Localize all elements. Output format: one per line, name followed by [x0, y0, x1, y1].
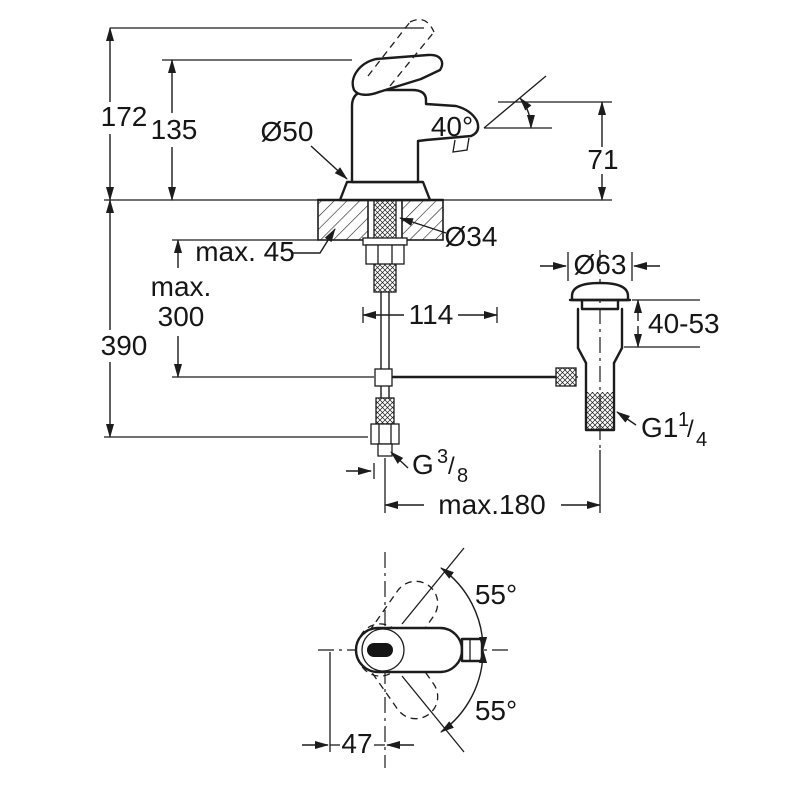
dim-55-bottom-label: 55°: [475, 695, 517, 726]
thread-label-hose-g-3-8: G 3 / 8: [346, 446, 468, 487]
handle-pill: [367, 643, 393, 657]
dim-135-label: 135: [151, 114, 198, 145]
dim-height-135: 135: [151, 59, 352, 201]
dim-swivel-upper-55: 55°: [401, 547, 517, 651]
dim-71-label: 71: [587, 144, 618, 175]
thread-drain-slash: /: [687, 416, 694, 443]
dim-swivel-lower-55: 55°: [401, 649, 517, 753]
dim-40deg-label: 40°: [431, 111, 473, 142]
dim-max180-label: max.180: [438, 489, 545, 520]
dim-drain-deck-range-40-53: 40-53: [624, 299, 720, 348]
faucet-top-view-body: [354, 626, 484, 674]
dim-base-diameter-50: Ø50: [261, 116, 348, 180]
dim-d63-label: Ø63: [574, 249, 627, 280]
dim-max300-label-1: max.: [151, 271, 212, 302]
aerator: [452, 137, 470, 153]
dim-hose-max-300: max. 300: [151, 239, 374, 378]
thread-hose-denominator: 8: [457, 465, 468, 487]
dim-deck-max-45: max. 45: [195, 228, 336, 267]
mounting-deck: [104, 198, 612, 241]
dim-4053-label: 40-53: [648, 308, 720, 339]
dim-390-label: 390: [101, 330, 148, 361]
thread-hose-slash: /: [448, 453, 455, 480]
dim-outlet-height-71: 71: [498, 101, 619, 201]
handle-raised-dashed: [367, 18, 435, 87]
plan-view: 55° 55° 47: [302, 547, 517, 768]
dim-rod-offset-114: 114: [362, 299, 498, 330]
thread-hose-numerator: 3: [437, 446, 448, 468]
dim-172-label: 172: [101, 101, 148, 132]
faucet-handle: [110, 18, 444, 96]
dim-reach-max-180: max.180: [384, 450, 601, 520]
dim-d50-label: Ø50: [261, 116, 314, 147]
dim-55-top-label: 55°: [475, 579, 517, 610]
thread-drain-denominator: 4: [696, 429, 707, 451]
elevation-view: 172 135 390 max. 300 max. 45: [101, 18, 720, 520]
dim-max300-label-2: 300: [158, 301, 205, 332]
thread-hose-prefix: G: [412, 449, 434, 480]
dim-114-label: 114: [409, 299, 454, 330]
dim-height-390: 390: [101, 199, 368, 438]
dim-drain-diameter-63: Ø63: [540, 249, 660, 281]
dim-d34-label: Ø34: [445, 221, 498, 252]
dim-47-label: 47: [341, 728, 372, 759]
rod-joint-nut: [555, 367, 577, 387]
thread-drain-prefix: G1: [641, 412, 678, 443]
dim-shank-diameter-34: Ø34: [399, 217, 498, 252]
dim-handle-offset-47: 47: [302, 652, 414, 759]
thread-label-drain-g1-1-4: G1 1 / 4: [616, 409, 707, 451]
popup-rod: [374, 368, 556, 387]
drain-assembly: [555, 250, 632, 450]
faucet-body: [338, 88, 480, 202]
nozzle-top-view: [460, 637, 484, 663]
shank-and-hose: [362, 199, 408, 457]
dim-height-172: 172: [101, 27, 148, 201]
dim-max45-label: max. 45: [195, 236, 295, 267]
thread-drain-numerator: 1: [678, 409, 689, 431]
handle-cap-circle: [361, 628, 405, 672]
